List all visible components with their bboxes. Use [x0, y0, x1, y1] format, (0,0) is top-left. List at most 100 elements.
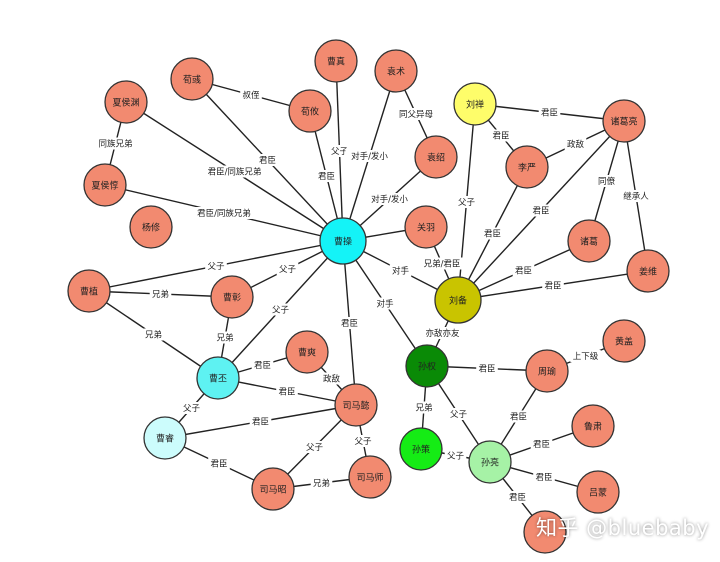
edge-label: 同族兄弟 — [98, 139, 132, 150]
node-circle[interactable] — [576, 470, 620, 514]
node-circle[interactable] — [602, 99, 646, 143]
node-caocao[interactable]: 曹操 — [319, 217, 367, 265]
edge-label: 政敌 — [323, 374, 341, 385]
node-sunliang[interactable]: 孙亮 — [468, 440, 512, 484]
node-circle[interactable] — [405, 344, 449, 388]
node-circle[interactable] — [67, 269, 111, 313]
edge-labels-layer: 叔侄君臣君臣父子对手/发小同父异母对手/发小君臣/同族兄弟同族兄弟君臣/同族兄弟… — [95, 89, 652, 503]
node-label: 司马昭 — [259, 484, 286, 495]
edge-label-bg — [620, 190, 652, 202]
node-huanggai[interactable]: 黄盖 — [602, 319, 646, 363]
edge-label: 父子 — [354, 437, 372, 447]
node-zhugejin[interactable]: 诸葛 — [567, 219, 611, 263]
node-circle[interactable] — [434, 276, 482, 324]
edge-label-bg — [444, 449, 467, 462]
node-simazhao[interactable]: 司马昭 — [251, 467, 295, 511]
edge-label: 君臣 — [541, 109, 558, 119]
node-circle[interactable] — [414, 135, 458, 179]
node-liyan[interactable]: 李严 — [505, 145, 549, 189]
node-caopi[interactable]: 曹丕 — [196, 356, 240, 400]
node-label: 关羽 — [417, 221, 435, 233]
node-lvmeng[interactable]: 吕蒙 — [576, 470, 620, 514]
edge-label-bg — [365, 193, 414, 205]
node-label: 荀彧 — [183, 73, 201, 85]
node-circle[interactable] — [143, 416, 187, 460]
node-circle[interactable] — [571, 404, 615, 448]
node-sunquan[interactable]: 孙权 — [405, 344, 449, 388]
node-circle[interactable] — [468, 440, 512, 484]
node-circle[interactable] — [374, 49, 418, 93]
node-circle[interactable] — [505, 145, 549, 189]
edge-label: 同僚 — [598, 176, 616, 187]
node-guanyu[interactable]: 关羽 — [404, 205, 448, 249]
node-sunce[interactable]: 孙策 — [399, 427, 443, 471]
edge-label: 君臣/同族兄弟 — [208, 167, 262, 178]
node-yangxiu[interactable]: 杨修 — [129, 205, 173, 249]
node-circle[interactable] — [348, 455, 392, 499]
node-caozhi[interactable]: 曹植 — [67, 269, 111, 313]
edge-label-bg — [374, 297, 396, 310]
edge-label: 君臣 — [510, 413, 527, 423]
node-circle[interactable] — [196, 356, 240, 400]
node-caorui[interactable]: 曹睿 — [143, 416, 187, 460]
node-jiangwei[interactable]: 姜维 — [626, 249, 670, 293]
node-label: 袁术 — [387, 65, 405, 77]
node-liubei[interactable]: 刘备 — [434, 276, 482, 324]
node-caozhang[interactable]: 曹彰 — [210, 275, 254, 319]
node-circle[interactable] — [83, 163, 127, 207]
edge-label: 父子 — [279, 265, 297, 275]
node-circle[interactable] — [210, 275, 254, 319]
node-circle[interactable] — [453, 82, 497, 126]
node-circle[interactable] — [602, 319, 646, 363]
node-circle[interactable] — [251, 467, 295, 511]
node-xiahoudun[interactable]: 夏侯惇 — [83, 163, 127, 207]
node-circle[interactable] — [319, 217, 367, 265]
node-circle[interactable] — [525, 349, 569, 393]
edge-label: 君臣 — [252, 418, 269, 428]
edge-label-bg — [476, 362, 498, 375]
node-lusu[interactable]: 鲁肃 — [571, 404, 615, 448]
node-circle[interactable] — [288, 89, 332, 133]
edge-label: 君臣 — [533, 440, 550, 450]
edge-label: 父子 — [272, 306, 290, 316]
edge-label-bg — [512, 264, 535, 277]
node-circle[interactable] — [285, 330, 329, 374]
node-xunyu[interactable]: 荀彧 — [170, 57, 214, 101]
node-simashi[interactable]: 司马师 — [348, 455, 392, 499]
node-circle[interactable] — [399, 427, 443, 471]
edge-label-bg — [149, 288, 172, 300]
node-label: 诸葛亮 — [610, 115, 637, 127]
edge-label: 君臣 — [210, 460, 227, 470]
node-circle[interactable] — [404, 205, 448, 249]
node-zhouyu[interactable]: 周瑜 — [525, 349, 569, 393]
edge-label-bg — [506, 491, 529, 503]
edge-label: 同父异母 — [399, 110, 433, 120]
node-circle[interactable] — [523, 510, 567, 554]
edge-label-bg — [276, 385, 298, 398]
node-circle[interactable] — [314, 39, 358, 83]
edge-label: 亦敌亦友 — [425, 328, 460, 339]
node-luxun[interactable] — [523, 510, 567, 554]
node-label: 曹睿 — [156, 432, 174, 444]
node-yuanshao[interactable]: 袁绍 — [414, 135, 458, 179]
node-circle[interactable] — [170, 57, 214, 101]
node-simayi[interactable]: 司马懿 — [334, 383, 378, 427]
node-circle[interactable] — [104, 80, 148, 124]
edge-label: 对手 — [392, 266, 410, 277]
edge-label-bg — [396, 108, 436, 120]
node-yuanshu[interactable]: 袁术 — [374, 49, 418, 93]
edge-label: 政敌 — [567, 139, 585, 150]
node-circle[interactable] — [626, 249, 670, 293]
node-caoshuang[interactable]: 曹爽 — [285, 330, 329, 374]
node-xiahouyuan[interactable]: 夏侯渊 — [104, 80, 148, 124]
node-circle[interactable] — [129, 205, 173, 249]
node-label: 李严 — [518, 161, 536, 173]
edge-label-bg — [251, 359, 274, 371]
edge-label-bg — [95, 137, 136, 150]
node-circle[interactable] — [567, 219, 611, 263]
node-zhugeliang[interactable]: 诸葛亮 — [602, 99, 646, 143]
node-circle[interactable] — [334, 383, 378, 427]
node-liushan[interactable]: 刘禅 — [453, 82, 497, 126]
node-caozhen[interactable]: 曹真 — [314, 39, 358, 83]
node-xunyou[interactable]: 荀攸 — [288, 89, 332, 133]
